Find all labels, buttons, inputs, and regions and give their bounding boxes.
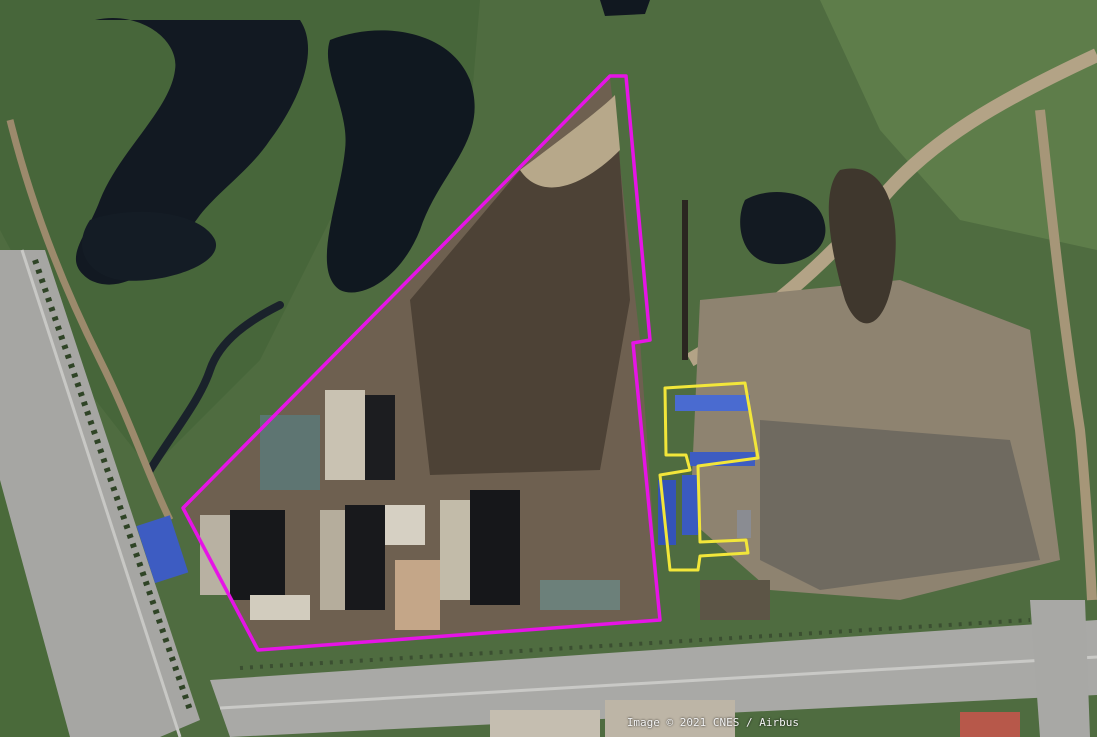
plaza: [395, 560, 440, 630]
road-east: [1030, 600, 1090, 737]
scrapyard: [760, 420, 1040, 590]
wall-line: [682, 200, 688, 360]
road-south-median: [219, 655, 1097, 710]
dirt-track-northeast: [1035, 109, 1097, 601]
pond-north-2: [326, 30, 475, 293]
blue-roof-building-2: [690, 452, 755, 466]
blue-roof-building-1: [675, 395, 750, 411]
grass-southwest: [0, 480, 70, 737]
building-south-3: [960, 712, 1020, 737]
map-attribution: Image © 2021 CNES / Airbus: [626, 716, 799, 729]
sidewalk-trees-south: [239, 618, 1031, 670]
green-netting: [260, 415, 320, 490]
tower-block-4: [385, 505, 425, 545]
low-building: [250, 595, 310, 620]
tower-block-5: [440, 500, 475, 600]
pond-west: [81, 211, 217, 281]
tower-shadow-1: [365, 395, 395, 480]
site-boundary-magenta: [181, 74, 662, 652]
green-netting-2: [540, 580, 620, 610]
tower-block-1: [325, 390, 365, 480]
tower-shadow-3: [345, 505, 385, 610]
pond-small-north: [600, 0, 650, 16]
dirt-track-west: [6, 119, 174, 522]
grey-shed: [737, 510, 751, 538]
tower-shadow-5: [470, 490, 520, 605]
site-boundary-yellow: [658, 381, 760, 572]
road-south: [210, 620, 1097, 737]
blue-roof-building-4: [682, 475, 698, 535]
building-south-1: [490, 710, 600, 737]
pond-east: [740, 192, 826, 265]
site-bare-soil: [410, 95, 630, 475]
earth-mound: [828, 168, 896, 324]
road-west-median: [20, 249, 182, 737]
blue-roof-building-5: [136, 515, 189, 584]
stream: [146, 301, 284, 474]
site-sand-top: [520, 95, 620, 188]
walled-yard: [700, 580, 770, 620]
tower-shadow-2: [230, 510, 285, 600]
building-south-2: [605, 700, 735, 737]
